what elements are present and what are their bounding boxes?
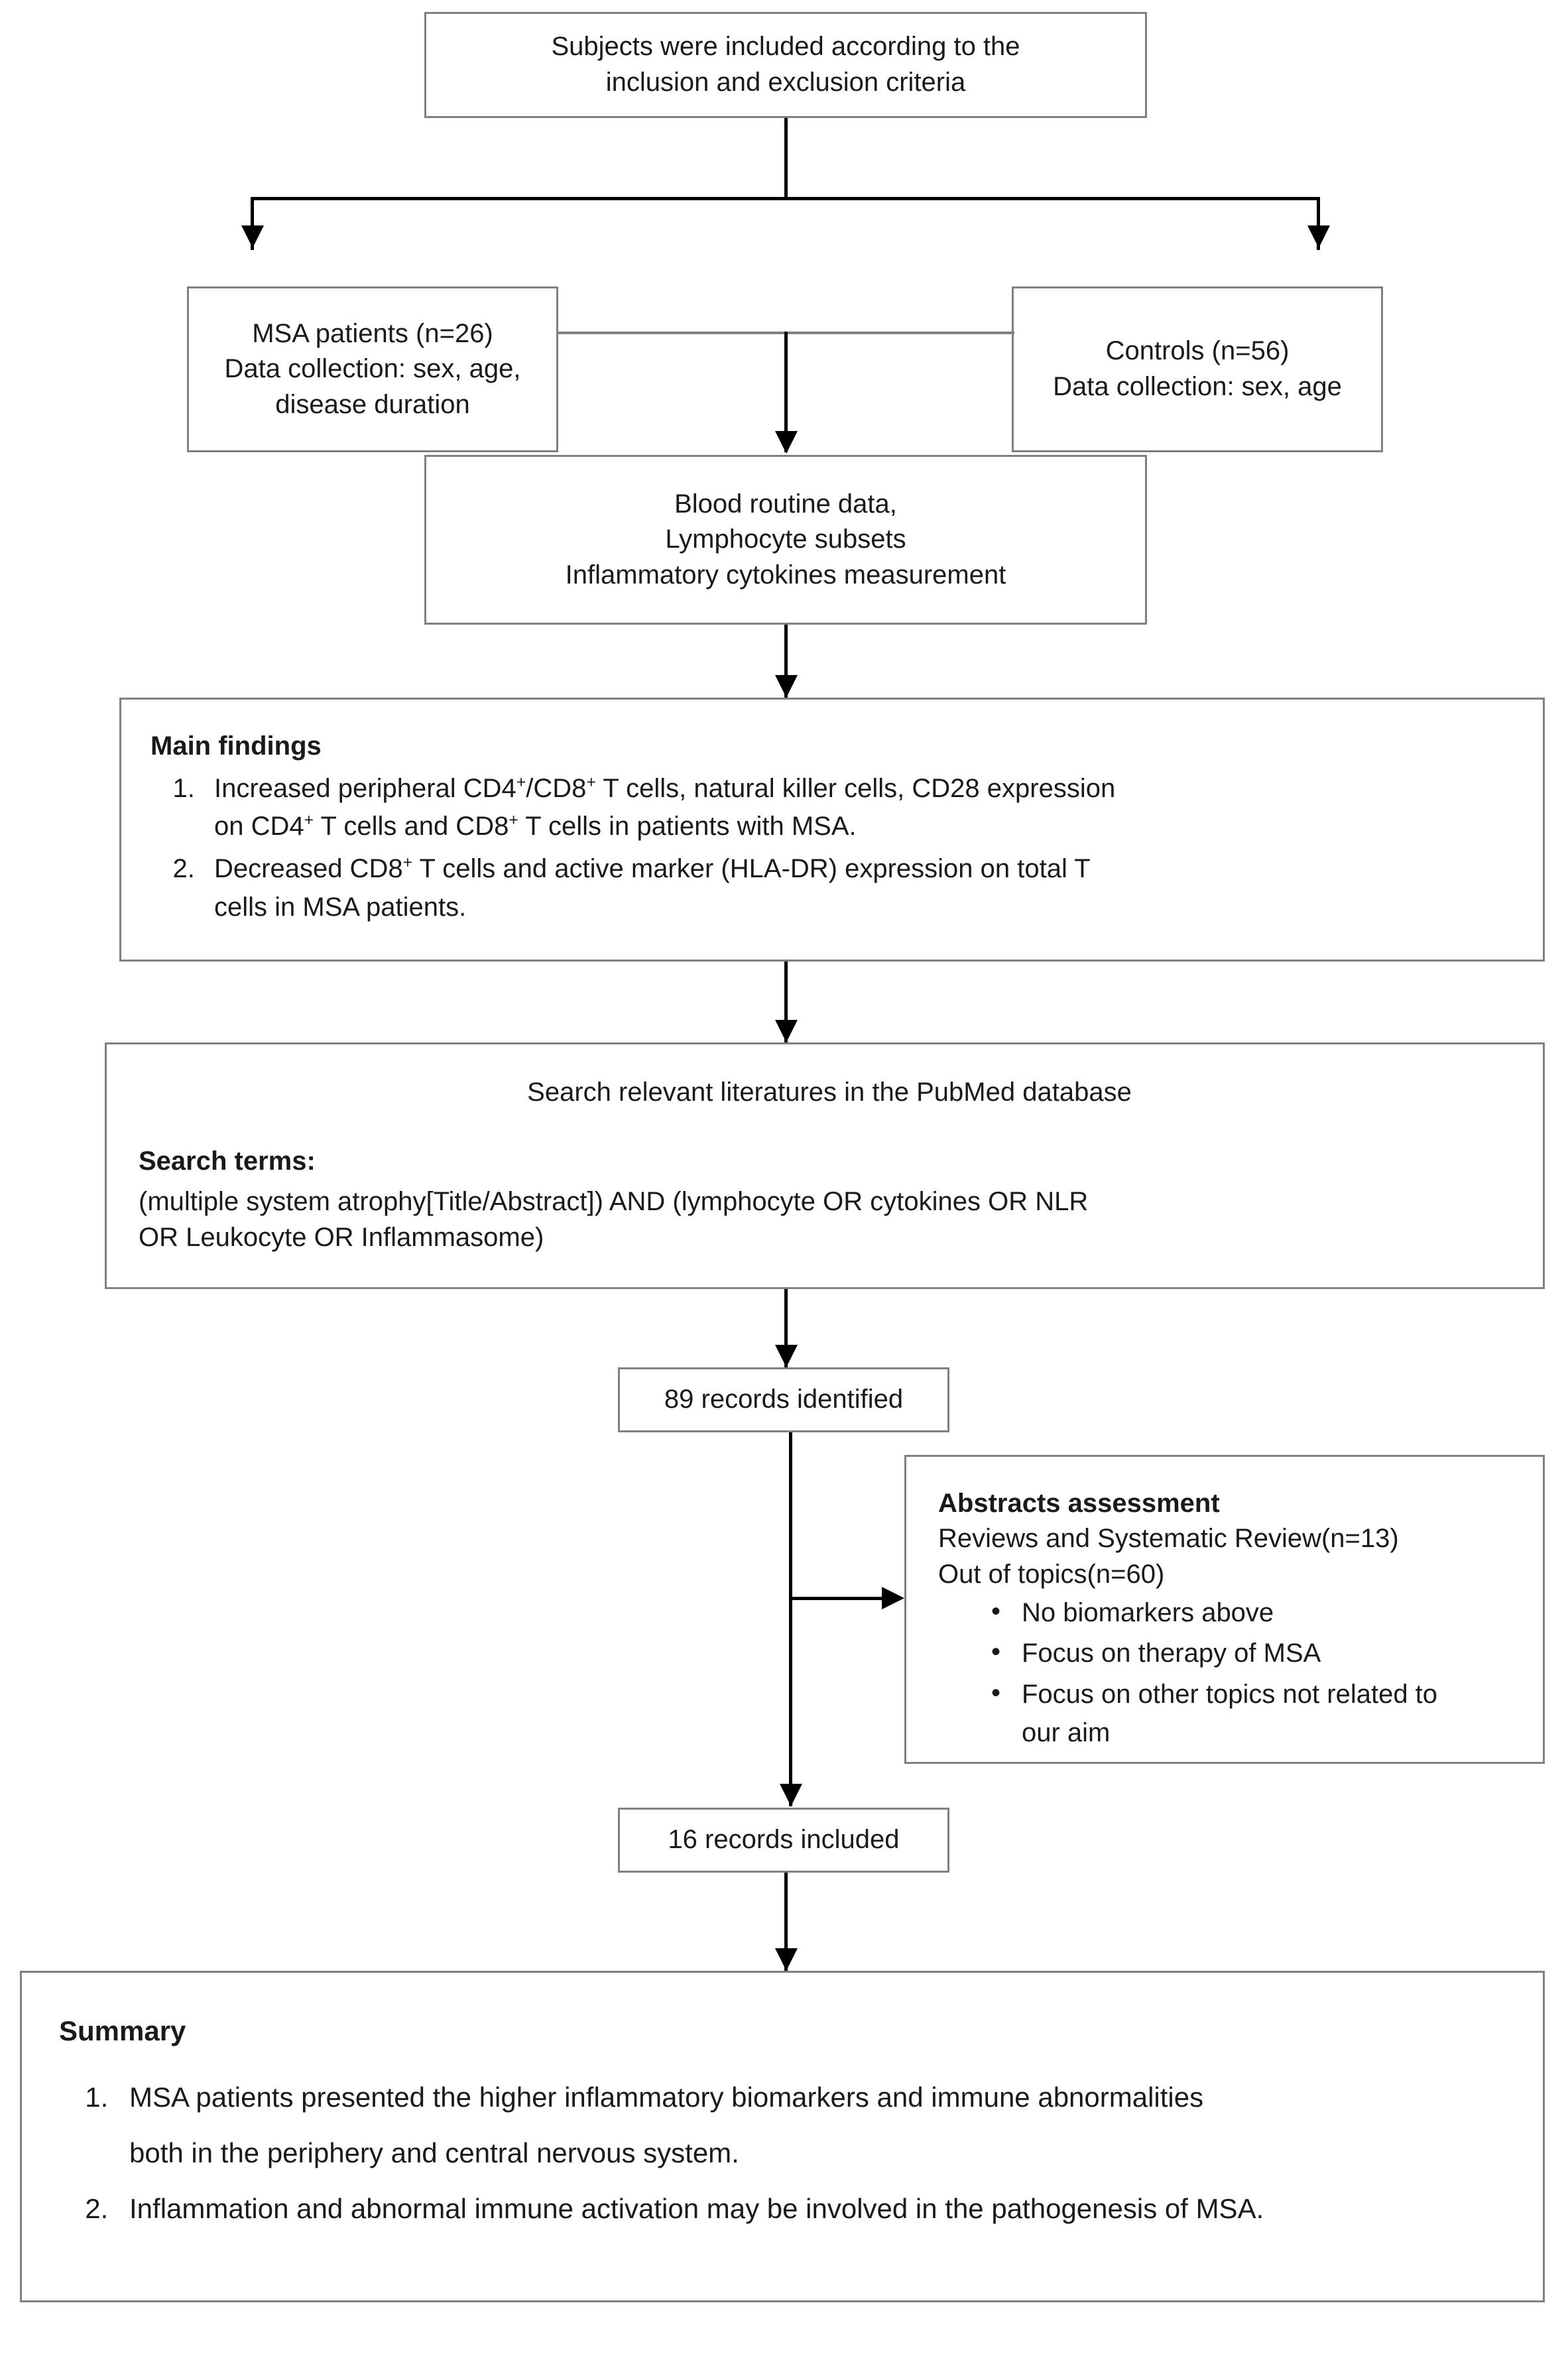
mf2-sup-1: + bbox=[402, 853, 413, 872]
mf1-text-f: T cells in patients with MSA. bbox=[518, 812, 857, 841]
connector-fork-horizontal bbox=[251, 197, 1319, 200]
records-identified-label: 89 records identified bbox=[664, 1385, 904, 1414]
abstracts-exclusion-list: No biomarkers above Focus on therapy of … bbox=[938, 1593, 1520, 1752]
search-terms-label: Search terms: bbox=[139, 1146, 316, 1176]
node-search: Search relevant literatures in the PubMe… bbox=[105, 1042, 1545, 1289]
connector-search-to-records bbox=[784, 1289, 788, 1367]
abstracts-line-1: Reviews and Systematic Review(n=13) bbox=[938, 1524, 1399, 1553]
arrow-to-measurement-box bbox=[775, 431, 798, 454]
controls-line-2: Data collection: sex, age bbox=[1053, 372, 1342, 401]
abstracts-bullet-3-line-1: Focus on other topics not related to bbox=[1022, 1679, 1438, 1709]
node-main-findings: Main findings Increased peripheral CD4+/… bbox=[119, 698, 1545, 962]
connector-findings-to-search bbox=[784, 962, 788, 1042]
node-records-included: 16 records included bbox=[618, 1808, 949, 1873]
records-included-label: 16 records included bbox=[668, 1825, 900, 1855]
node-measurement: Blood routine data, Lymphocyte subsets I… bbox=[424, 455, 1147, 625]
mf1-sup-2: + bbox=[586, 773, 596, 792]
mf2-text-a: Decreased CD8 bbox=[214, 854, 403, 883]
summary-header: Summary bbox=[59, 2015, 186, 2046]
arrow-to-main-findings bbox=[775, 675, 798, 698]
mf1-text-c: T cells, natural killer cells, CD28 expr… bbox=[595, 773, 1116, 803]
node-abstracts-assessment: Abstracts assessment Reviews and Systema… bbox=[904, 1455, 1545, 1764]
msa-line-2: Data collection: sex, age, bbox=[224, 354, 521, 384]
arrow-to-controls-box bbox=[1307, 225, 1330, 248]
mf1-sup-4: + bbox=[509, 812, 518, 830]
mf2-text-c: cells in MSA patients. bbox=[214, 892, 467, 922]
mf1-text-d: on CD4 bbox=[214, 812, 304, 841]
connector-branch-to-abstracts bbox=[789, 1597, 888, 1600]
abstracts-line-2: Out of topics(n=60) bbox=[938, 1560, 1165, 1589]
node-summary: Summary MSA patients presented the highe… bbox=[20, 1971, 1545, 2302]
main-findings-item-2: Decreased CD8+ T cells and active marker… bbox=[202, 850, 1523, 926]
mf2-text-b: T cells and active marker (HLA-DR) expre… bbox=[412, 854, 1091, 883]
connector-fork-left-down bbox=[251, 197, 254, 250]
summary-item-1-line-2: both in the periphery and central nervou… bbox=[129, 2137, 739, 2168]
abstracts-bullet-3: Focus on other topics not related to our… bbox=[991, 1674, 1520, 1752]
node-msa-patients: MSA patients (n=26) Data collection: sex… bbox=[187, 286, 558, 452]
connector-subjects-to-fork bbox=[784, 118, 788, 199]
connector-included-to-summary bbox=[784, 1873, 788, 1972]
mf1-text-b: /CD8 bbox=[526, 773, 587, 803]
abstracts-bullet-1: No biomarkers above bbox=[991, 1593, 1520, 1633]
arrow-to-search-box bbox=[775, 1020, 798, 1042]
search-terms-line-2: OR Leukocyte OR Inflammasome) bbox=[139, 1222, 544, 1252]
connector-to-measurement bbox=[784, 332, 788, 452]
arrow-to-records-identified bbox=[775, 1345, 798, 1367]
abstracts-bullet-3-line-2: our aim bbox=[1022, 1717, 1111, 1747]
connector-records-identified-to-included bbox=[789, 1432, 792, 1806]
summary-list: MSA patients presented the higher inflam… bbox=[59, 2070, 1516, 2237]
summary-item-2: Inflammation and abnormal immune activat… bbox=[116, 2181, 1516, 2237]
arrow-to-records-included bbox=[780, 1784, 802, 1806]
connector-measurement-to-findings bbox=[784, 625, 788, 698]
mf1-text-a: Increased peripheral CD4 bbox=[214, 773, 516, 803]
connector-fork-right-down bbox=[1317, 197, 1320, 250]
main-findings-item-1: Increased peripheral CD4+/CD8+ T cells, … bbox=[202, 770, 1523, 846]
arrow-to-msa-box bbox=[241, 225, 264, 248]
arrow-to-abstracts-box bbox=[882, 1587, 904, 1609]
mf1-sup-1: + bbox=[516, 773, 526, 792]
abstracts-header: Abstracts assessment bbox=[938, 1489, 1220, 1518]
msa-line-3: disease duration bbox=[275, 389, 470, 419]
controls-line-1: Controls (n=56) bbox=[1105, 336, 1290, 366]
subjects-line-1: Subjects were included according to the bbox=[551, 32, 1020, 62]
node-controls: Controls (n=56) Data collection: sex, ag… bbox=[1012, 286, 1383, 452]
measurement-line-2: Lymphocyte subsets bbox=[665, 525, 906, 554]
search-terms-line-1: (multiple system atrophy[Title/Abstract]… bbox=[139, 1186, 1089, 1216]
arrow-to-summary-box bbox=[775, 1948, 798, 1971]
node-records-identified: 89 records identified bbox=[618, 1367, 949, 1432]
measurement-line-3: Inflammatory cytokines measurement bbox=[565, 560, 1006, 590]
mf1-text-e: T cells and CD8 bbox=[314, 812, 509, 841]
abstracts-bullet-2: Focus on therapy of MSA bbox=[991, 1633, 1520, 1673]
subjects-line-2: inclusion and exclusion criteria bbox=[605, 68, 966, 97]
main-findings-list: Increased peripheral CD4+/CD8+ T cells, … bbox=[151, 770, 1523, 926]
msa-line-1: MSA patients (n=26) bbox=[252, 318, 493, 348]
summary-item-1: MSA patients presented the higher inflam… bbox=[116, 2070, 1516, 2181]
mf1-sup-3: + bbox=[304, 812, 314, 830]
summary-item-1-line-1: MSA patients presented the higher inflam… bbox=[129, 2082, 1204, 2113]
node-subjects-included: Subjects were included according to the … bbox=[424, 12, 1147, 118]
main-findings-header: Main findings bbox=[151, 731, 322, 761]
search-title: Search relevant literatures in the PubMe… bbox=[527, 1078, 1132, 1107]
measurement-line-1: Blood routine data, bbox=[674, 489, 897, 519]
